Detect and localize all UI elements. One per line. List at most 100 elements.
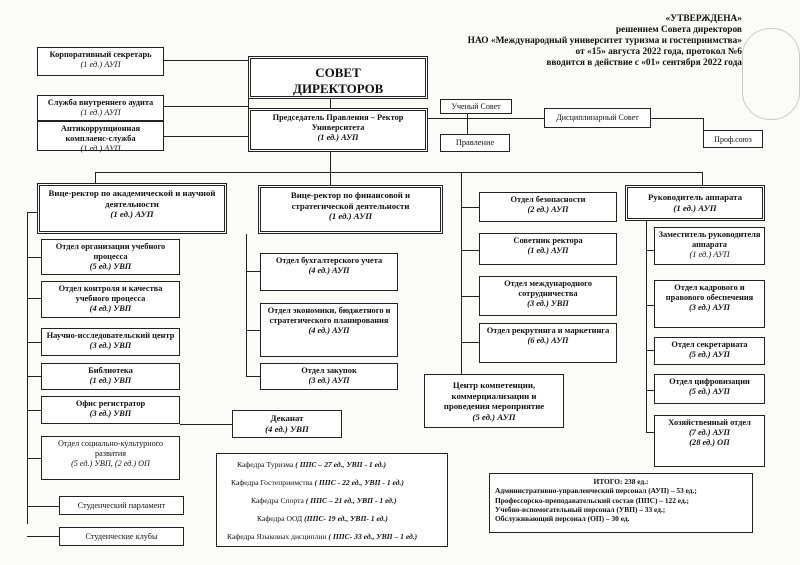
- competence-center-box: Центр компетенции, коммерциализации и пр…: [424, 374, 564, 428]
- unit-apparatus-4: Хозяйственный отдел (7 ед.) АУП (28 ед.)…: [654, 415, 765, 467]
- corporate-secretary-staff: (1 ед.) АУП: [80, 60, 121, 70]
- internal-audit-staff: (1 ед.) АУП: [80, 108, 121, 118]
- anticorruption-name: Антикоррупционная комплаенс-служба: [60, 124, 141, 144]
- totals-line-1: Административно-управленческий персонал …: [495, 486, 697, 496]
- connector: [703, 118, 705, 130]
- unit-academic-3: Библиотека (1 ед.) УВП: [41, 363, 180, 390]
- internal-audit-box: Служба внутреннего аудита (1 ед.) АУП: [37, 95, 164, 121]
- management-board-label: Правление: [455, 138, 495, 147]
- vr-finance-box: Вице-ректор по финансовой и стратегическ…: [258, 185, 443, 234]
- apparatus-title: Руководитель аппарата: [648, 192, 742, 202]
- unit-middle-0: Отдел безопасности (2 ед.) АУП: [479, 192, 617, 222]
- connector: [246, 330, 260, 332]
- connector: [467, 112, 469, 134]
- unit-staff: (1 ед.) АУП: [527, 246, 569, 256]
- academic-council-label: Ученый Совет: [451, 102, 501, 111]
- unit-finance-2: Отдел закупок (3 ед.) АУП: [260, 363, 398, 390]
- unit-staff: (2 ед.) АУП: [527, 205, 569, 215]
- connector: [27, 410, 41, 412]
- connector: [164, 60, 248, 62]
- vr-academic-title: Вице-ректор по академической и научной д…: [48, 188, 216, 209]
- connector: [646, 250, 654, 252]
- approval-line-1: «УТВЕРЖДЕНА»: [665, 14, 742, 24]
- unit-staff: (5 ед.) АУП: [688, 350, 731, 360]
- corporate-secretary-box: Корпоративный секретарь (1 ед.) АУП: [37, 47, 164, 76]
- unit-apparatus-2: Отдел секретариата (5 ед.) АУП: [654, 337, 765, 365]
- seal-stamp: [742, 28, 800, 120]
- totals-line-4: Обслуживающий персонал (ОП) – 30 ед.: [495, 514, 630, 523]
- approval-block: «УТВЕРЖДЕНА» решением Совета директоров …: [382, 14, 742, 69]
- unit-name: Отдел международного сотрудничества: [504, 279, 592, 299]
- approval-line-4: от «15» августа 2022 года, протокол №6: [575, 47, 742, 58]
- unit-staff: (4 ед.) УВП: [89, 304, 132, 314]
- student-parliament-label: Студенческий парламент: [77, 501, 166, 510]
- connector: [95, 172, 702, 174]
- unit-name: Отдел кадрового и правового обеспечения: [665, 283, 754, 303]
- connector: [330, 172, 332, 185]
- connector: [646, 390, 654, 392]
- approval-line-3: НАО «Международный университет туризма и…: [467, 36, 742, 47]
- department-3: Кафедра ООД (ППС- 19 ед., УВП- 1 ед.): [257, 514, 388, 523]
- unit-staff: (3 ед.) УВП: [89, 409, 132, 419]
- unit-finance-0: Отдел бухгалтерского учета (4 ед.) АУП: [260, 253, 398, 291]
- deanery-box: Деканат (4 ед.) УВП: [232, 410, 342, 438]
- connector: [461, 172, 463, 192]
- chairman-box: Председатель Правления – Ректор Универси…: [248, 108, 428, 152]
- unit-middle-3: Отдел рекрутинга и маркетинга (6 ед.) АУ…: [479, 323, 617, 363]
- apparatus-staff: (1 ед.) АУП: [673, 202, 717, 213]
- connector: [246, 234, 248, 376]
- connector: [461, 207, 479, 209]
- connector: [246, 376, 260, 378]
- unit-staff-2: (28 ед.) ОП: [689, 438, 730, 448]
- anticorruption-staff: (1 ед.) АУП: [80, 144, 121, 154]
- unit-name: Советник ректора: [513, 236, 583, 245]
- department-2: Кафедра Спорта ( ППС – 21 ед., УВП - 1 е…: [251, 496, 397, 505]
- unit-name: Отдел секретариата: [671, 340, 748, 349]
- connector: [27, 506, 59, 508]
- unit-staff: (5 ед.) АУП: [688, 387, 731, 397]
- connector: [646, 220, 648, 432]
- unit-staff: (3 ед.) УВП: [527, 299, 569, 309]
- unit-name: Заместитель руководителя аппарата: [658, 230, 761, 250]
- connector: [180, 424, 232, 426]
- totals-line-2: Профессорско-преподавательский состав (П…: [495, 495, 690, 505]
- connector: [164, 106, 248, 108]
- connector: [330, 152, 332, 172]
- student-clubs-box: Студенческие клубы: [59, 527, 184, 546]
- academic-council-box: Ученый Совет: [440, 99, 512, 114]
- vr-academic-staff: (1 ед.) АУП: [110, 209, 154, 220]
- deanery-name: Деканат: [270, 413, 304, 423]
- connector: [27, 212, 37, 214]
- department-1: Кафедра Гостеприимства ( ППС - 22 ед., У…: [231, 478, 404, 487]
- competence-center-staff: (5 ед.) АУП: [472, 411, 516, 422]
- unit-name: Отдел безопасности: [510, 195, 586, 204]
- connector: [461, 296, 479, 298]
- totals-title: ИТОГО: 238 ед.:: [593, 477, 649, 486]
- connector: [27, 376, 41, 378]
- board-of-directors-box: СОВЕТ ДИРЕКТОРОВ: [248, 56, 428, 99]
- department-0: Кафедра Туризма ( ППС – 27 ед., УВП - 1 …: [237, 460, 386, 469]
- connector: [27, 342, 41, 344]
- connector: [646, 350, 654, 352]
- connector: [330, 99, 332, 109]
- unit-middle-2: Отдел международного сотрудничества (3 е…: [479, 276, 617, 316]
- connector: [27, 536, 59, 538]
- unit-staff: (3 ед.) АУП: [688, 303, 731, 313]
- unit-name: Отдел организации учебного процесса: [55, 242, 166, 262]
- approval-line-5: вводится в действие с «01» сентября 2022…: [546, 58, 742, 69]
- unit-name: Научно-исследовательский центр: [46, 331, 175, 340]
- management-board-box: Правление: [440, 134, 510, 152]
- anticorruption-box: Антикоррупционная комплаенс-служба (1 ед…: [37, 121, 164, 154]
- unit-staff: (3 ед.) АУП: [308, 376, 350, 386]
- department-4: Кафедра Языковых дисциплин ( ППС- 33 ед.…: [227, 532, 418, 541]
- vr-academic-box: Вице-ректор по академической и научной д…: [37, 183, 227, 234]
- vr-finance-title: Вице-ректор по финансовой и стратегическ…: [290, 190, 411, 211]
- unit-name: Отдел бухгалтерского учета: [275, 256, 383, 265]
- connector: [651, 118, 703, 120]
- unit-apparatus-0: Заместитель руководителя аппарата (1 ед.…: [654, 227, 765, 265]
- unit-name: Отдел цифровизации: [669, 377, 750, 386]
- unit-apparatus-3: Отдел цифровизации (5 ед.) АУП: [654, 374, 765, 404]
- unit-name: Отдел контроля и качества учебного проце…: [58, 284, 163, 304]
- competence-center-name: Центр компетенции, коммерциализации и пр…: [443, 380, 545, 412]
- connector: [461, 192, 463, 374]
